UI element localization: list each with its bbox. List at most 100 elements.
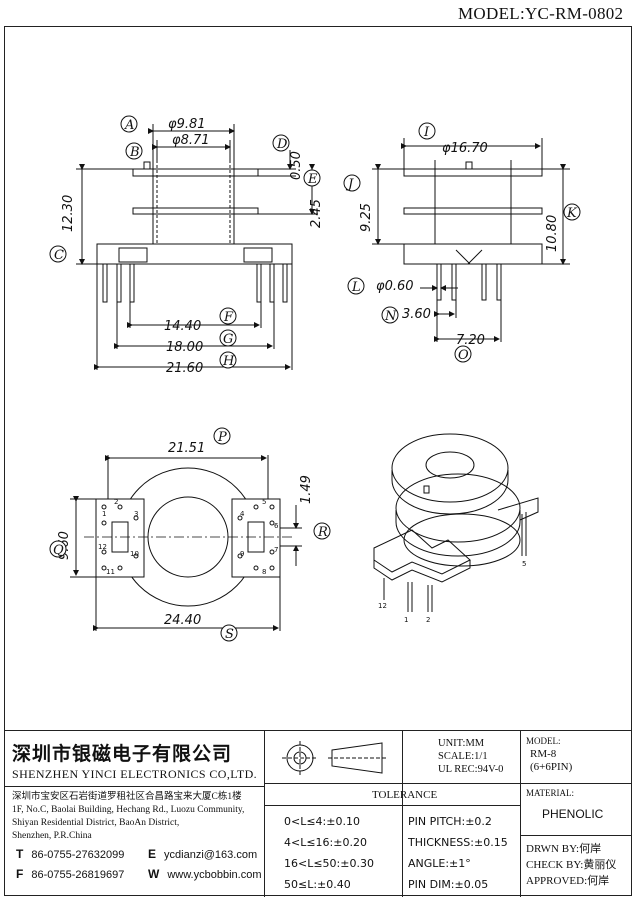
material-value: PHENOLIC xyxy=(542,807,604,821)
model-label: MODEL: xyxy=(526,736,561,746)
email-label: E xyxy=(148,847,157,861)
dim-A: φ9.81 xyxy=(168,117,206,132)
pin-number-10: 10 xyxy=(130,550,139,558)
dim-I: φ16.70 xyxy=(442,141,488,156)
pin-number-2: 2 xyxy=(114,498,118,506)
check-by: CHECK BY:黄丽仪 xyxy=(526,859,617,871)
approved-by: APPROVED:何岸 xyxy=(526,875,610,887)
pin-number-11: 11 xyxy=(106,568,115,576)
drawn-by: DRWN BY:何岸 xyxy=(526,843,602,855)
projection-symbol xyxy=(282,741,386,775)
balloon-K: K xyxy=(566,206,578,221)
balloon-D: D xyxy=(276,137,288,152)
pin xyxy=(269,263,275,303)
model-value-2: (6+6PIN) xyxy=(530,761,573,773)
balloon-labels: A B C D E F G H I J K L N O P Q R S xyxy=(53,118,578,642)
dim-E: 2.45 xyxy=(309,199,324,228)
tel-line: T 86-0755-27632099 xyxy=(16,847,124,861)
pin-number-4: 4 xyxy=(240,510,245,518)
side-view-dimension-texts: φ16.70 9.25 10.80 φ0.60 3.60 7.20 xyxy=(359,141,560,348)
pin-tolerance-row: PIN DIM:±0.05 xyxy=(408,878,489,891)
tolerance-row: 4<L≤16:±0.20 xyxy=(284,836,367,849)
isometric-view xyxy=(373,433,539,612)
right-pin-block xyxy=(231,498,281,578)
scale: SCALE:1/1 xyxy=(438,751,488,762)
technical-drawing: φ9.81 φ8.71 12.30 0.50 2.45 14.40 18.00 … xyxy=(49,115,581,642)
pin xyxy=(256,263,262,303)
base-flange xyxy=(96,243,293,265)
balloon-L: L xyxy=(351,280,361,295)
pin-number-7: 7 xyxy=(274,546,278,554)
balloon-Q: Q xyxy=(53,543,64,558)
dim-P: 21.51 xyxy=(168,441,205,456)
iso-view-pin-numbers: 12 1 2 5 xyxy=(378,560,526,624)
tel-label: T xyxy=(16,847,24,861)
pin-number-3: 3 xyxy=(134,510,138,518)
balloon-C: C xyxy=(54,248,64,263)
address-en-line-1: 1F, No.C, Baolai Building, Hechang Rd., … xyxy=(12,805,245,815)
pin-number-9: 9 xyxy=(240,550,244,558)
fax-value: 86-0755-26819697 xyxy=(31,869,125,881)
tel-value: 86-0755-27632099 xyxy=(31,849,125,861)
signoff-block: DRWN BY:何岸 CHECK BY:黄丽仪 APPROVED:何岸 xyxy=(526,841,616,889)
dim-N: 3.60 xyxy=(402,307,431,322)
address-en-line-2: Shiyan Residential District, BaoAn Distr… xyxy=(12,818,180,828)
dim-S: 24.40 xyxy=(164,613,201,628)
pin-number-12: 12 xyxy=(98,543,107,551)
pin-number-8: 8 xyxy=(262,568,266,576)
pin-tolerance-row: PIN PITCH:±0.2 xyxy=(408,815,492,828)
iso-pin-number-12: 12 xyxy=(378,602,387,610)
dim-R: 1.49 xyxy=(299,475,314,504)
pin-number-1: 1 xyxy=(102,510,106,518)
model-title: MODEL:YC-RM-0802 xyxy=(458,4,624,23)
dim-B: φ8.71 xyxy=(172,133,210,148)
iso-pin-number-2: 2 xyxy=(426,616,430,624)
bottom-view xyxy=(70,455,302,631)
pin-tolerance-row: THICKNESS:±0.15 xyxy=(408,836,508,849)
side-view xyxy=(372,138,570,342)
pin-number-5: 5 xyxy=(262,498,266,506)
tolerance-row: 50≤L:±0.40 xyxy=(284,878,351,891)
web-value: www.ycbobbin.com xyxy=(167,869,262,881)
balloon-B: B xyxy=(129,145,140,160)
balloon-S: S xyxy=(225,627,234,642)
unit: UNIT:MM xyxy=(438,738,485,749)
address-block: 深圳市宝安区石岩街道罗租社区合昌路宝来大厦C栋1楼 1F, No.C, Baol… xyxy=(12,791,262,843)
balloon-A: A xyxy=(124,118,134,133)
dim-O: 7.20 xyxy=(456,333,485,348)
unit-info: UNIT:MM SCALE:1/1 UL REC:94V-0 xyxy=(438,737,503,776)
dim-F: 14.40 xyxy=(164,319,201,334)
balloon-H: H xyxy=(222,354,235,369)
tolerance-list: 0<L≤4:±0.10 4<L≤16:±0.20 16<L≤50:±0.30 5… xyxy=(284,811,374,895)
dim-J: 9.25 xyxy=(359,203,374,232)
dim-C: 12.30 xyxy=(61,195,76,232)
front-view-dimension-texts: φ9.81 φ8.71 12.30 0.50 2.45 14.40 18.00 … xyxy=(61,117,324,376)
left-pin-block xyxy=(95,498,145,578)
dim-D: 0.50 xyxy=(289,151,304,180)
material-label: MATERIAL: xyxy=(526,788,574,798)
balloon-J: J xyxy=(345,177,354,192)
title-block: 深圳市银磁电子有限公司 SHENZHEN YINCI ELECTRONICS C… xyxy=(4,730,632,897)
tolerance-row: 0<L≤4:±0.10 xyxy=(284,815,360,828)
balloon-R: R xyxy=(317,525,328,540)
top-flange xyxy=(132,168,259,177)
ul-rec: UL REC:94V-0 xyxy=(438,764,504,775)
balloon-P: P xyxy=(217,430,227,445)
dim-L: φ0.60 xyxy=(376,279,414,294)
dim-K: 10.80 xyxy=(545,215,560,252)
pin-tolerance-row: ANGLE:±1° xyxy=(408,857,471,870)
tolerance-title: TOLERANCE xyxy=(372,789,438,801)
pin-tolerance-list: PIN PITCH:±0.2 THICKNESS:±0.15 ANGLE:±1°… xyxy=(408,811,508,895)
pin xyxy=(282,263,288,303)
pin-number-6: 6 xyxy=(274,522,279,530)
balloon-G: G xyxy=(223,332,233,347)
balloon-N: N xyxy=(384,309,397,324)
pin xyxy=(116,263,122,303)
email-value: ycdianzi@163.com xyxy=(164,849,258,861)
dim-H: 21.60 xyxy=(166,361,203,376)
iso-pin-number-5: 5 xyxy=(522,560,526,568)
pin xyxy=(102,263,108,303)
